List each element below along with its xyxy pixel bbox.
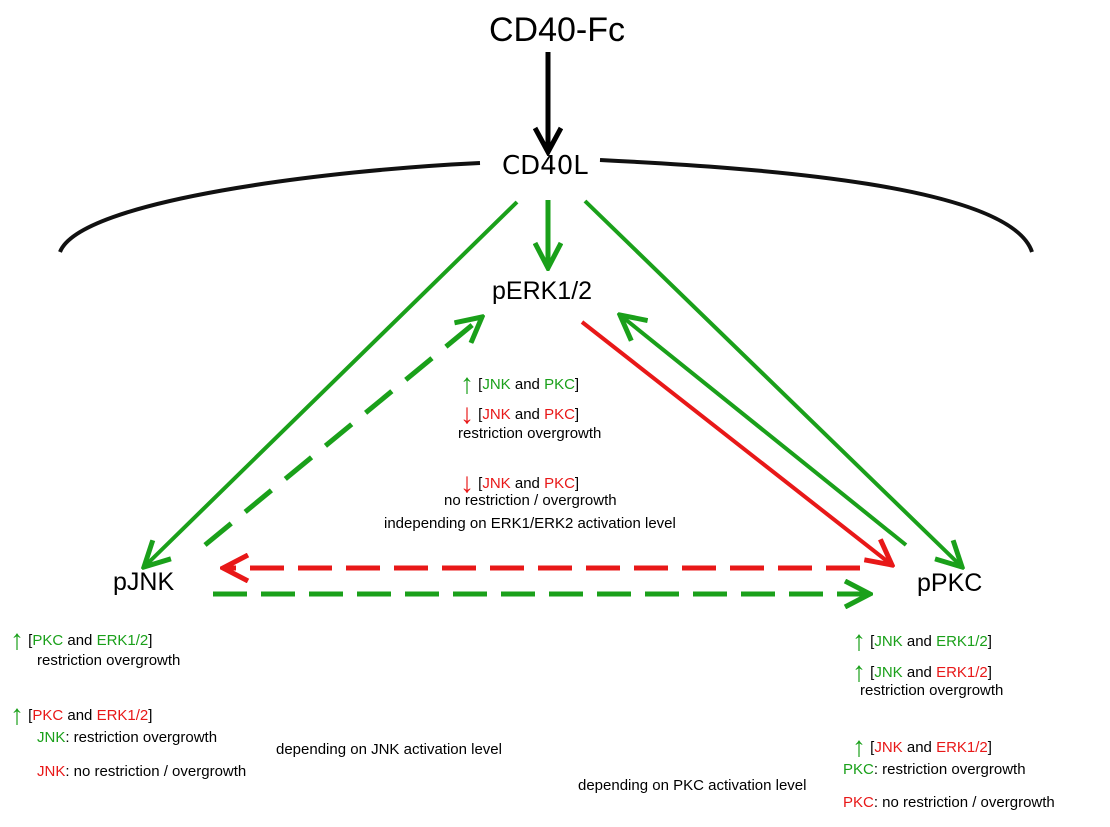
up-arrow-icon: ↑ [460,368,474,399]
right-line-3: ↑ [JNK and ERK1/2] [852,731,992,762]
center-text-1: restriction overgrowth [458,425,602,442]
node-perk: pERK1/2 [492,277,593,305]
up-arrow-icon: ↑ [10,699,24,730]
node-pjnk: pJNK [113,568,175,596]
left-jnk-green: JNK: restriction overgrowth [37,729,218,746]
right-line-2: ↑ [JNK and ERK1/2] [852,656,992,687]
right-text-1: restriction overgrowth [860,682,1004,699]
up-arrow-icon: ↑ [852,656,866,687]
membrane-right [599,158,1034,253]
arrow-erk-to-pkc [580,320,892,565]
down-arrow-icon: ↓ [460,398,474,429]
arrow-pkc-to-erk [620,315,908,547]
node-ppkc: pPKC [917,569,983,597]
center-line-3: ↓ [JNK and PKC] [460,467,580,498]
center-line-1: ↑ [JNK and PKC] [460,368,580,399]
right-depending: depending on PKC activation level [578,777,807,794]
up-arrow-icon: ↑ [852,625,866,656]
center-line-2: ↓ [JNK and PKC] [460,398,580,429]
center-text-3: independing on ERK1/ERK2 activation leve… [384,515,676,532]
up-arrow-icon: ↑ [10,624,24,655]
left-depending: depending on JNK activation level [276,741,502,758]
node-cd40l: CD40L [502,151,588,181]
left-line-1: ↑ [PKC and ERK1/2] [10,624,153,655]
left-jnk-red: JNK: no restriction / overgrowth [37,763,247,780]
center-text-2: no restriction / overgrowth [444,492,617,509]
arrow-cd40l-to-pkc [583,199,962,567]
right-pkc-green: PKC: restriction overgrowth [843,761,1026,778]
left-text-1: restriction overgrowth [37,652,181,669]
right-line-1: ↑ [JNK and ERK1/2] [852,625,992,656]
down-arrow-icon: ↓ [460,467,474,498]
membrane-left [58,161,481,253]
up-arrow-icon: ↑ [852,731,866,762]
arrow-cd40l-to-jnk [144,200,519,567]
left-line-2: ↑ [PKC and ERK1/2] [10,699,153,730]
arrow-jnk-to-erk [203,317,482,547]
right-pkc-red: PKC: no restriction / overgrowth [843,794,1055,811]
node-cd40-fc: CD40-Fc [489,11,626,49]
